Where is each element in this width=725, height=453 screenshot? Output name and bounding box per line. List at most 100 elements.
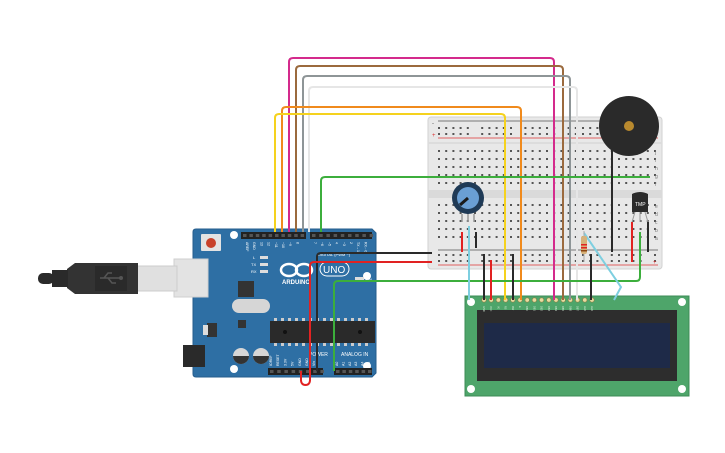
breadboard-hole <box>560 182 563 184</box>
usb-cable[interactable] <box>38 263 178 294</box>
breadboard-hole <box>632 166 635 168</box>
lcd-pin-label: DB3 <box>547 306 550 311</box>
lcd-pin-label: RW <box>511 306 514 311</box>
brand-label: ARDUINO <box>282 280 310 286</box>
header-hole <box>326 234 330 237</box>
model-label: UNO <box>323 265 345 276</box>
breadboard-hole <box>488 228 491 230</box>
breadboard-hole <box>654 212 656 214</box>
breadboard-hole <box>618 220 620 222</box>
digital-pin-label: ~5 <box>327 242 331 246</box>
wire-gray-d9[interactable] <box>302 75 571 300</box>
digital-pin-label: 12 <box>267 242 271 246</box>
wire-yellow-d13[interactable] <box>274 113 506 300</box>
breadboard-hole <box>438 127 440 129</box>
breadboard-hole <box>502 212 505 214</box>
breadboard-hole <box>618 260 620 262</box>
analog-pin-label: A2 <box>348 362 352 366</box>
breadboard-hole <box>510 166 512 168</box>
breadboard-hole <box>517 212 520 214</box>
piezo-buzzer[interactable] <box>599 96 659 156</box>
breadboard-hole <box>574 166 577 168</box>
atmega-chip <box>270 321 375 343</box>
breadboard-hole <box>452 133 455 135</box>
breadboard-hole <box>546 133 548 135</box>
breadboard-hole <box>546 150 548 152</box>
breadboard-hole <box>452 174 455 176</box>
wire-brown-d10[interactable] <box>295 65 564 300</box>
tmp36-sensor[interactable]: TMP <box>631 192 649 223</box>
led-rx <box>260 270 268 273</box>
breadboard-hole <box>445 150 448 152</box>
chip-pin <box>365 343 368 346</box>
wire-cyan-led[interactable] <box>583 232 623 301</box>
chip-pin <box>288 343 291 346</box>
wire-white-d8[interactable] <box>308 86 578 300</box>
breadboard-hole <box>546 127 548 129</box>
breadboard-hole <box>524 182 527 184</box>
tmp-label: TMP <box>635 202 646 208</box>
header-hole <box>342 370 346 373</box>
wire-green-d7[interactable] <box>320 176 650 232</box>
chip-pin <box>344 343 347 346</box>
breadboard-hole <box>438 220 440 222</box>
breadboard-hole <box>531 212 534 214</box>
breadboard-hole <box>610 254 613 256</box>
wire-red-5v[interactable] <box>309 261 432 371</box>
reset-button[interactable] <box>206 238 216 248</box>
analog-pin-label: A0 <box>335 362 339 366</box>
wire-orange-d12[interactable] <box>281 106 522 300</box>
breadboard-hole <box>582 127 584 129</box>
header-hole <box>369 234 374 237</box>
breadboard-hole <box>567 174 570 176</box>
analog-pin-label: A1 <box>341 362 345 366</box>
wire-magenta-d11[interactable] <box>288 57 555 300</box>
resistor[interactable] <box>581 231 587 262</box>
header-hole <box>249 234 253 237</box>
chip-pin <box>330 318 333 321</box>
breadboard-hole <box>654 204 656 206</box>
row-letter: c <box>655 220 658 226</box>
breadboard-hole <box>510 204 512 206</box>
breadboard-hole <box>510 158 512 160</box>
breadboard-hole <box>445 228 448 230</box>
breadboard-hole <box>502 236 505 238</box>
breadboard-hole <box>531 182 534 184</box>
breadboard-hole <box>474 228 476 230</box>
potentiometer[interactable] <box>452 182 484 222</box>
breadboard-hole <box>639 158 642 160</box>
wire-green-a0[interactable] <box>333 232 641 371</box>
breadboard-hole <box>646 174 649 176</box>
breadboard-hole <box>495 260 498 262</box>
breadboard-hole <box>488 150 491 152</box>
arduino-uno[interactable]: ARDUINO UNO L TX RX ON DIGITAL (PWM ~) P… <box>173 228 377 378</box>
breadboard-hole <box>618 212 620 214</box>
digital-header-label: DIGITAL (PWM ~) <box>318 252 351 257</box>
breadboard-hole <box>524 166 527 168</box>
breadboard-hole <box>531 260 534 262</box>
usb-strain-relief <box>52 270 68 287</box>
chip-pin <box>365 318 368 321</box>
breadboard-hole <box>459 174 462 176</box>
breadboard-hole <box>474 158 476 160</box>
breadboard-hole <box>488 204 491 206</box>
breadboard-hole <box>517 220 520 222</box>
breadboard-hole <box>589 150 592 152</box>
capacitor-band <box>233 356 249 364</box>
wire-black-gnd[interactable] <box>316 252 432 371</box>
power-pin-label: IOREF <box>269 355 273 366</box>
header-hole <box>368 370 372 373</box>
breadboard-hole <box>582 174 584 176</box>
breadboard-hole <box>517 204 520 206</box>
header-hole <box>306 370 310 373</box>
breadboard-hole <box>639 166 642 168</box>
breadboard-hole <box>546 158 548 160</box>
breadboard-hole <box>603 236 606 238</box>
breadboard-hole <box>596 212 599 214</box>
breadboard-hole <box>488 220 491 222</box>
breadboard-hole <box>481 220 484 222</box>
breadboard-hole <box>517 182 520 184</box>
wire-red-loop-5v[interactable] <box>300 371 311 386</box>
